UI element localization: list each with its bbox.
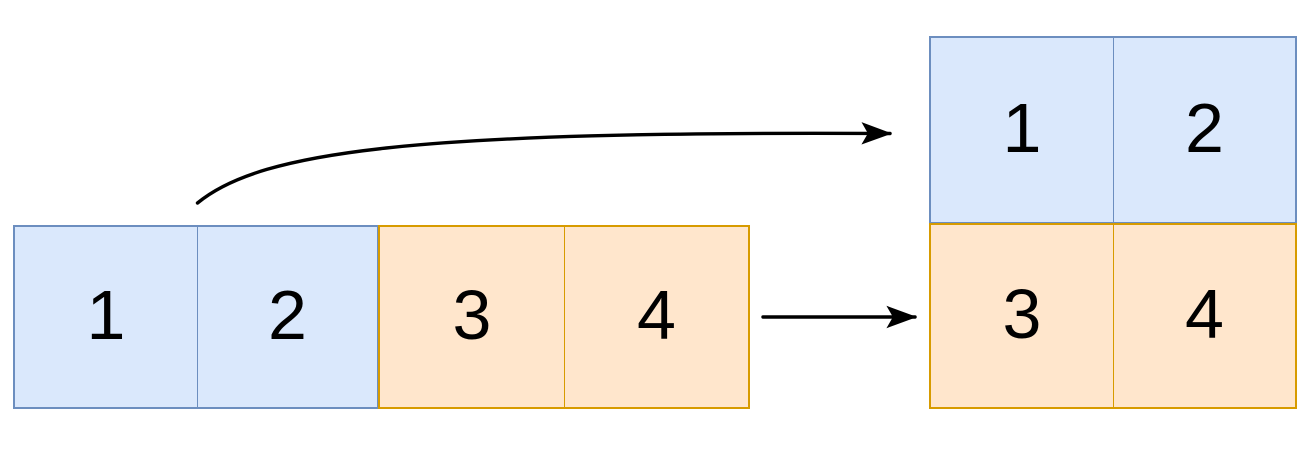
- flat-array-cell-2-label: 2: [268, 276, 307, 354]
- curved-arrow-top-row: [195, 122, 893, 205]
- grid-cell-r2c1-label: 3: [1002, 275, 1042, 353]
- grid-cell-r1c1[interactable]: 1: [929, 36, 1114, 224]
- flat-array-cell-1[interactable]: 1: [13, 225, 198, 409]
- grid-cell-r2c2-label: 4: [1185, 275, 1224, 353]
- flat-array-cell-2[interactable]: 2: [197, 225, 379, 409]
- grid-cell-r1c2-label: 2: [1185, 89, 1224, 167]
- flat-array-cell-4-label: 4: [637, 276, 676, 354]
- grid-cell-r1c1-label: 1: [1002, 89, 1042, 167]
- grid-cell-r2c1[interactable]: 3: [929, 223, 1114, 409]
- grid-cell-r2c2[interactable]: 4: [1113, 223, 1297, 409]
- flat-array-cell-3-label: 3: [452, 276, 492, 354]
- grid-cell-r1c2[interactable]: 2: [1113, 36, 1297, 224]
- flat-array-cell-4[interactable]: 4: [564, 225, 750, 409]
- flat-array-cell-3[interactable]: 3: [378, 225, 565, 409]
- flat-array-cell-1-label: 1: [86, 276, 126, 354]
